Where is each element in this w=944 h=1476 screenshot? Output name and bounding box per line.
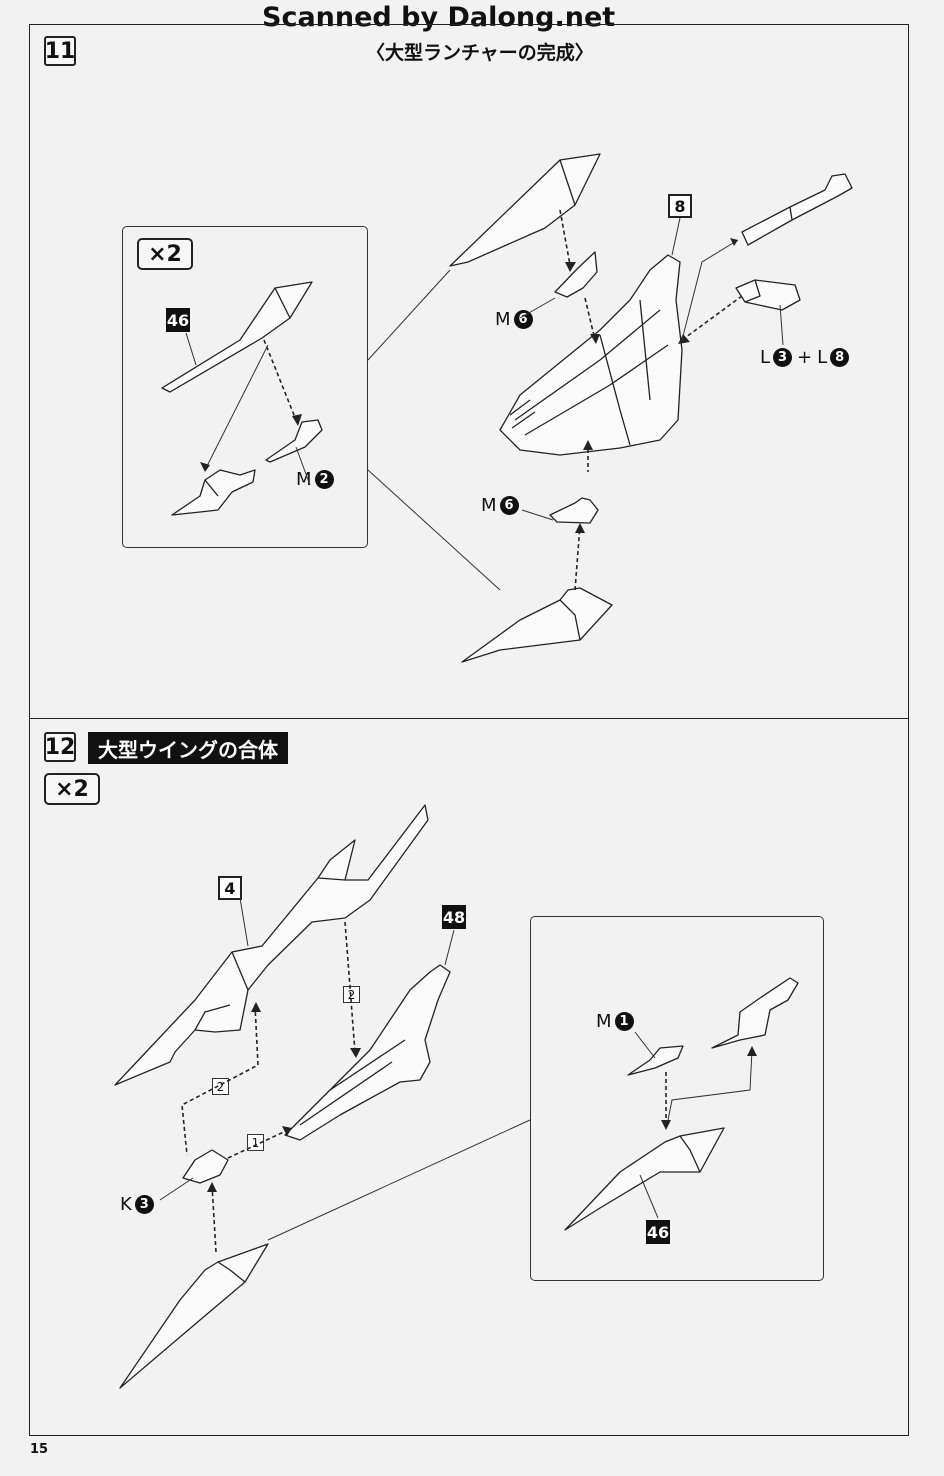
label-letter: M [296,469,312,490]
step-11-part-8: 8 [668,194,692,218]
step-11-label-m6-bottom: M 6 [481,495,519,516]
step-12-inset-label-m1: M 1 [596,1011,634,1032]
bottom-blade [119,1243,269,1389]
connector-m6-bottom [549,497,599,524]
label-number: 6 [513,310,533,329]
inset-connector-m2 [265,419,323,463]
connector-m6-top [554,251,598,298]
label-letter: L [760,347,771,368]
fin-part-top [449,153,601,267]
step-11-number: 11 [44,36,76,66]
step-11-inset-label-m2: M 2 [296,469,334,490]
step-12-title: 大型ウイングの合体 [88,732,288,764]
step-12-number: 12 [44,732,76,762]
wing-part-4 [114,804,429,1086]
launcher-body [499,254,683,456]
connector-l3-l8 [735,279,801,311]
label-letter: K [120,1194,132,1215]
step-11-label-l3-l8: L 3 + L 8 [760,347,850,368]
label-number: 2 [314,470,334,489]
body-part-48 [284,964,451,1141]
watermark-text: Scanned by Dalong.net [262,2,616,33]
inset-blade-46 [564,1127,725,1231]
page-number: 15 [30,1442,49,1457]
step-11-multiplier: ×2 [137,238,193,270]
step-12-multiplier: ×2 [44,773,100,805]
label-number: 1 [614,1012,634,1031]
inset-gun [171,469,256,516]
step-divider [29,718,909,719]
step-12-seq-1: 1 [247,1134,264,1151]
inset-fin-46 [161,281,313,393]
step-11-inset-box [122,226,368,548]
label-plus: + [797,347,813,368]
connector-k3 [182,1149,229,1184]
rod-part [741,173,853,246]
label-letter: L [817,347,828,368]
label-number: 6 [499,496,519,515]
step-12-inset-part-46: 46 [646,1220,670,1244]
label-number: 8 [830,348,850,367]
step-12-part-4: 4 [218,876,242,900]
step-12-label-k3: K 3 [120,1194,154,1215]
inset-gun-12 [711,977,799,1049]
label-letter: M [481,495,497,516]
step-12-part-48: 48 [442,905,466,929]
fin-part-bottom [461,587,613,663]
step-11-inset-part-46: 46 [166,308,190,332]
inset-connector-m1 [627,1045,684,1076]
step-12-seq-2b: 2 [212,1078,229,1095]
label-letter: M [596,1011,612,1032]
label-letter: M [495,309,511,330]
step-12-inset-box [530,916,824,1281]
page-frame [29,24,909,1436]
label-number: 3 [134,1195,154,1214]
step-11-label-m6-top: M 6 [495,309,533,330]
step-11-title: 〈大型ランチャーの完成〉 [366,42,594,64]
label-number: 3 [773,348,793,367]
